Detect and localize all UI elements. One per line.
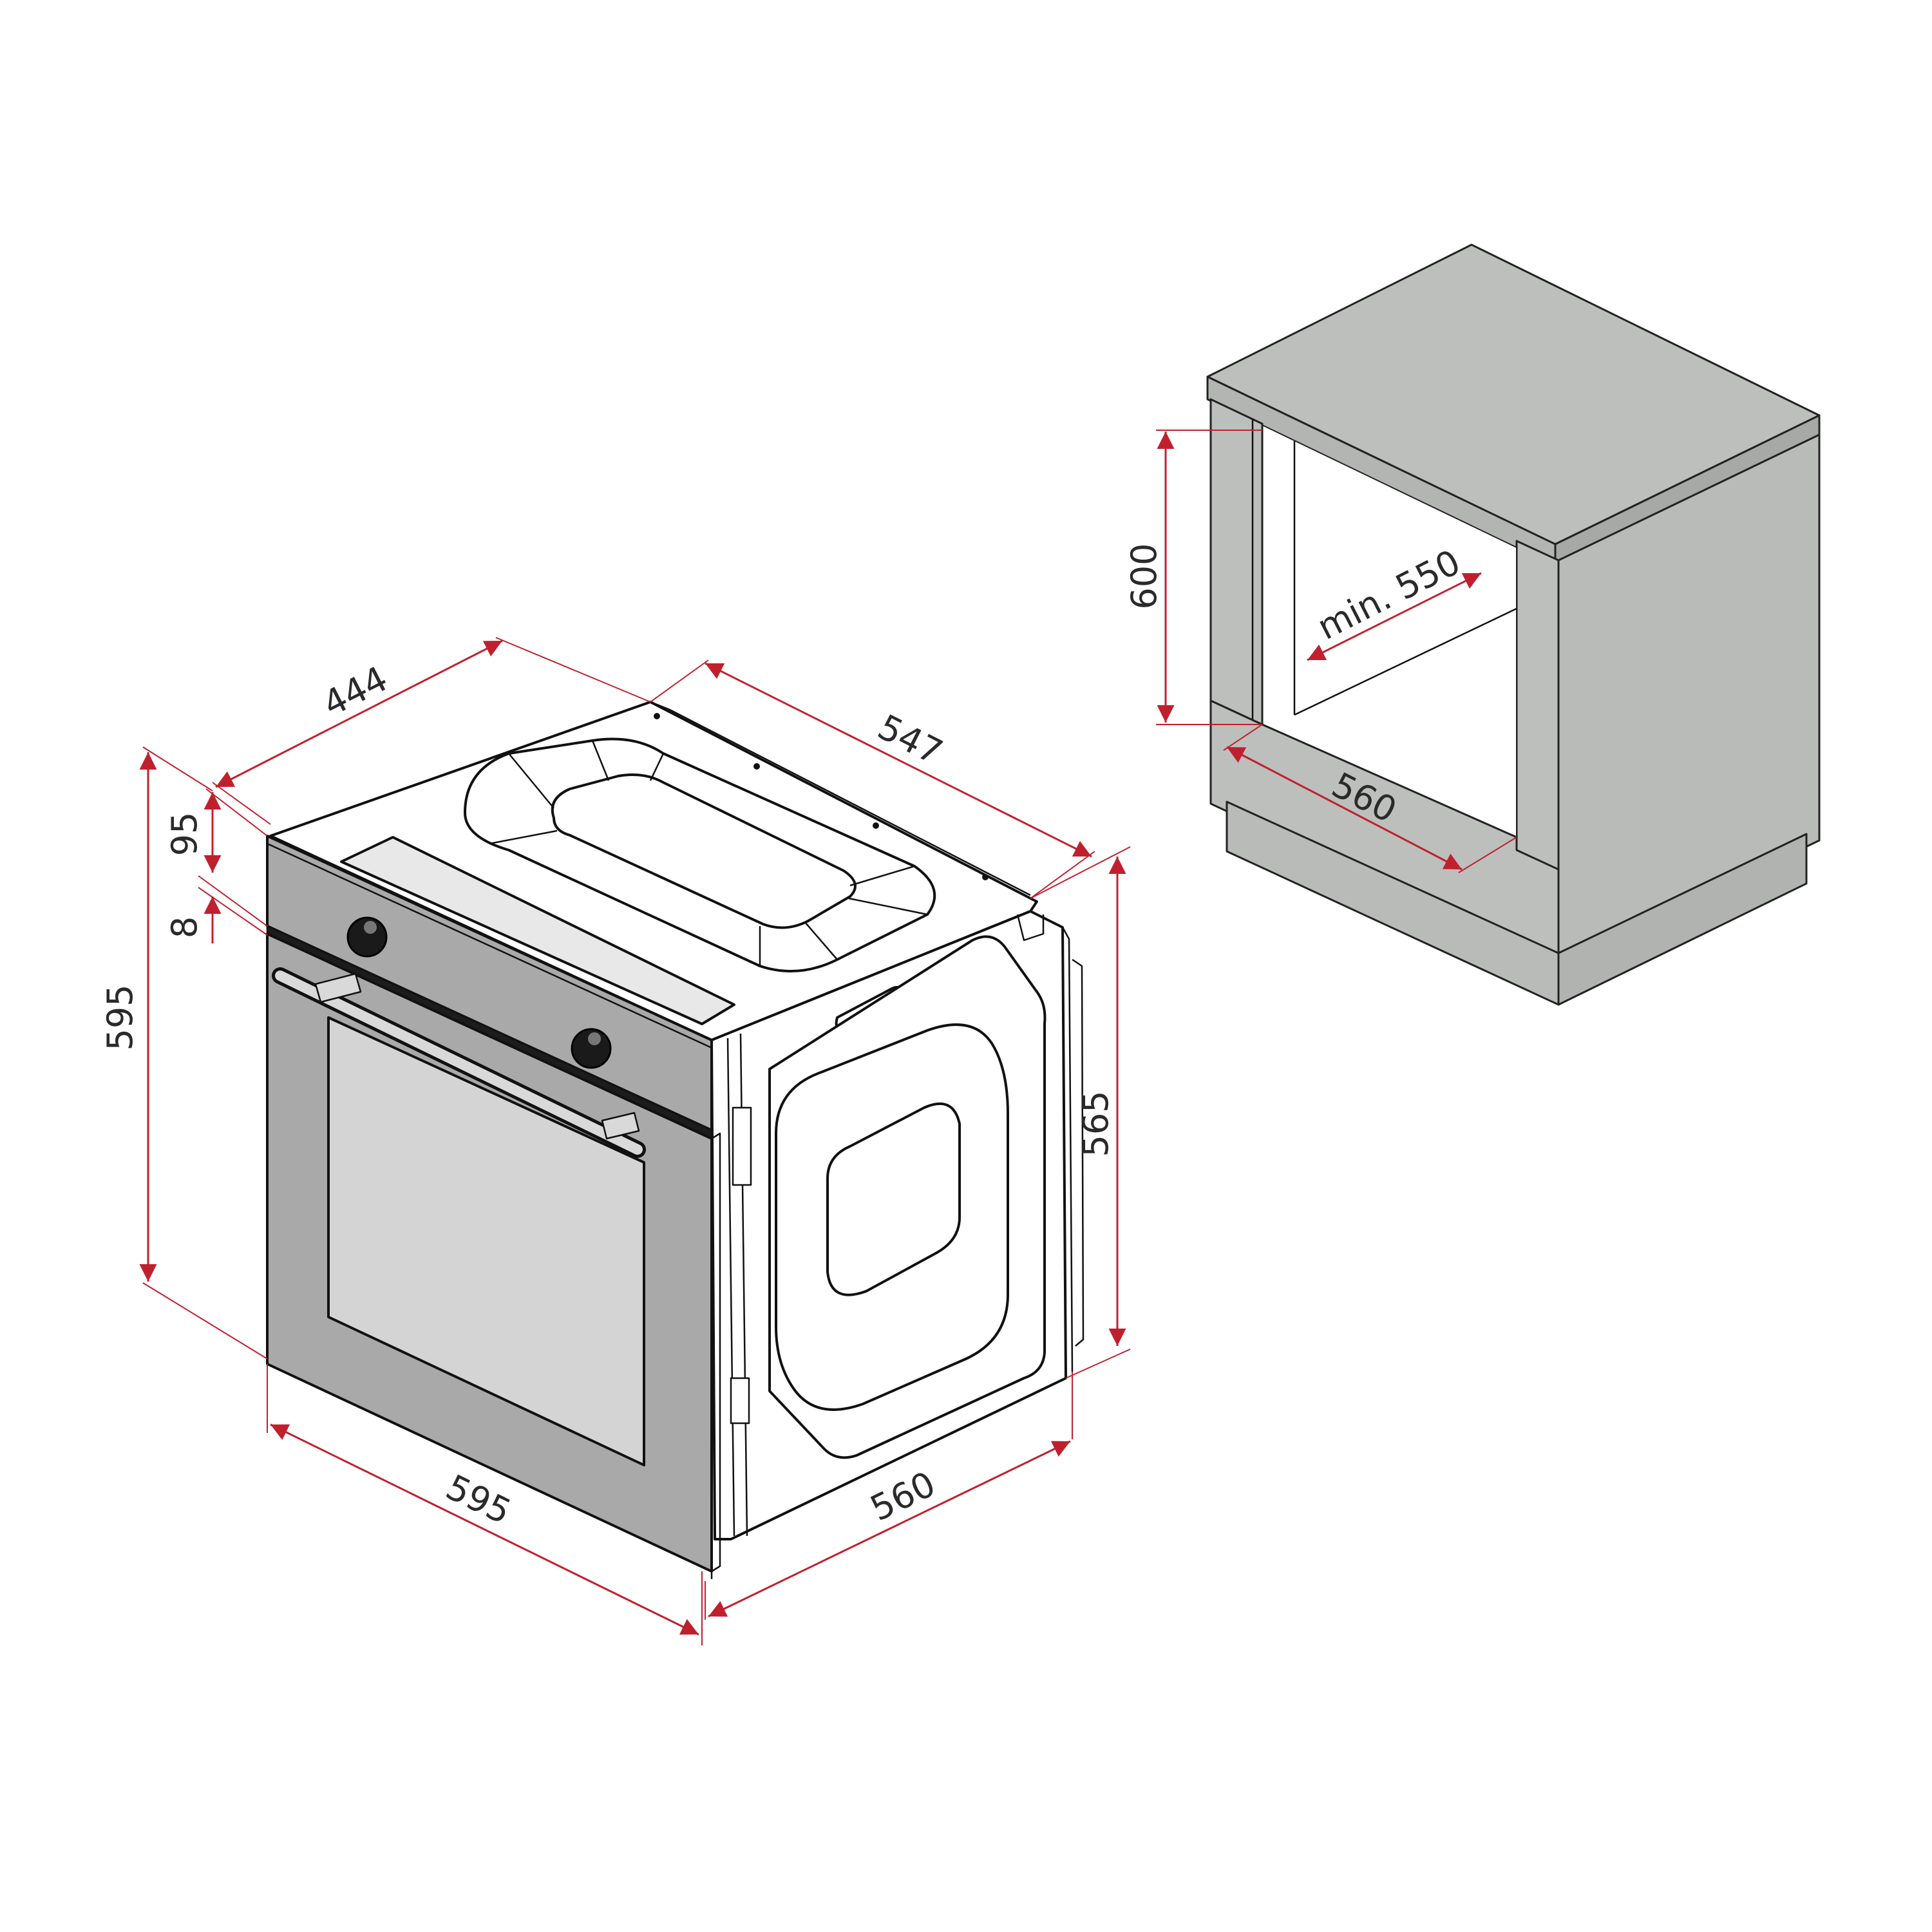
dim-oven-body-depth: 560 [864,1463,942,1529]
cabinet-plinth-side [1557,833,1808,1006]
dim-oven-panel-height: 95 [164,812,205,857]
oven-knob-right[interactable] [571,1028,612,1069]
dim-cabinet-niche-height: 600 [1124,543,1164,609]
oven-top-vent-recess [340,836,735,1025]
dim-oven-body-height: 565 [1075,1090,1116,1157]
cabinet-drawing [1206,243,1821,1006]
oven-knob-left[interactable] [346,916,388,958]
oven-side-emboss-window [826,1102,961,1296]
oven-drawing [266,701,1084,1579]
dim-oven-top-depth: 547 [871,706,949,773]
oven-side-flange [1016,914,1045,942]
oven-door-handle[interactable] [272,967,646,1158]
dim-oven-gap: 8 [164,916,205,938]
cabinet-front-stile-left [1209,398,1264,726]
dim-oven-top-width: 444 [316,658,393,724]
dim-oven-total-height: 595 [100,984,140,1050]
